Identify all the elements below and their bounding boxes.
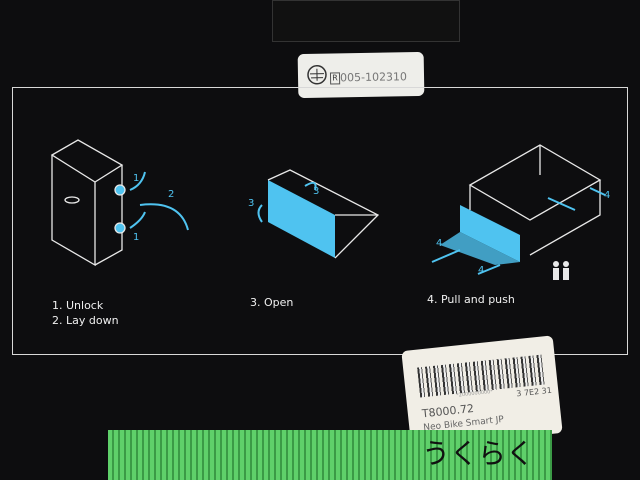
marker-3b: 3 (248, 198, 255, 209)
marker-4b: 4 (478, 265, 485, 276)
step1-arrows (129, 171, 189, 231)
batch-code: 3 7E2 31 (515, 385, 553, 399)
marker-4c: 4 (604, 190, 611, 201)
box-flap (272, 0, 460, 42)
step3-illustration (257, 169, 380, 259)
step1-label: 1. Unlock (52, 299, 104, 312)
two-person-lift-icon (553, 261, 569, 280)
model-number: T8000.72 (421, 401, 475, 421)
marker-1b: 1 (133, 232, 140, 243)
step3-label: 3. Open (250, 296, 294, 309)
marker-2: 2 (168, 189, 175, 200)
certification-label: R 005-102310 (297, 51, 425, 99)
instruction-panel (12, 87, 628, 355)
marker-3a: 3 (313, 186, 320, 197)
step4-illustration (431, 144, 606, 275)
step1-box-illustration (50, 139, 126, 267)
step4-label: 4. Pull and push (427, 293, 515, 306)
handwritten-text: うくらく (422, 437, 535, 470)
marker-4a: 4 (436, 238, 443, 249)
green-tape: うくらく (108, 430, 552, 480)
marker-1a: 1 (133, 173, 140, 184)
certification-mark-icon (307, 65, 327, 85)
step2-label: 2. Lay down (52, 314, 119, 327)
